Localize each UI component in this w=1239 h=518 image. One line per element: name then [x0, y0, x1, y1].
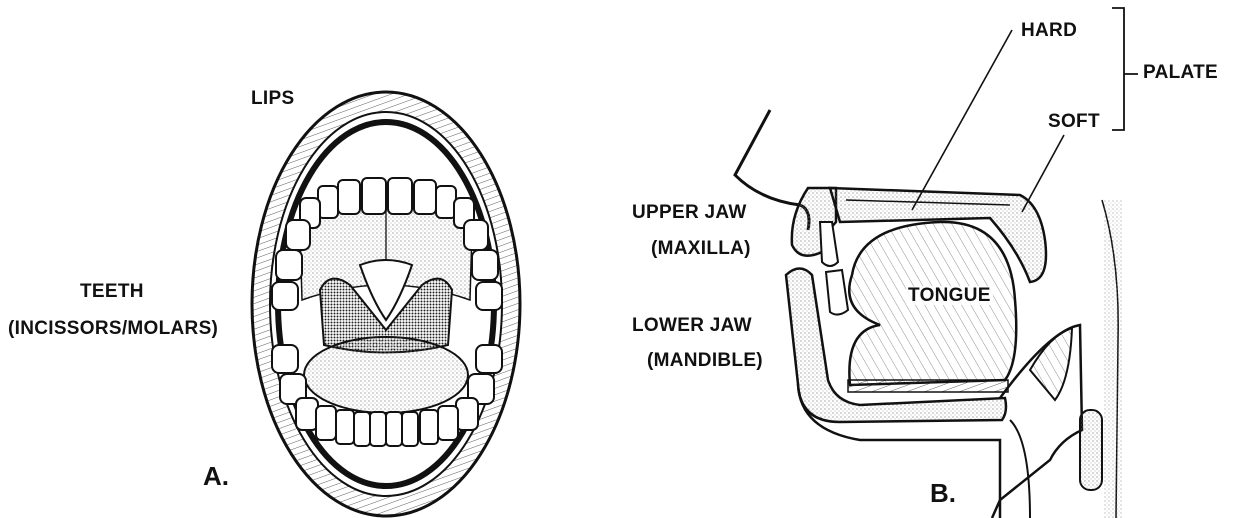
hard-palate-leader: [912, 30, 1012, 210]
trachea: [1080, 410, 1102, 490]
upper-jaw-sublabel: (MAXILLA): [651, 239, 751, 258]
palate-bracket: [1112, 8, 1138, 130]
teeth-sublabel: (INCISSORS/MOLARS): [8, 319, 218, 338]
mouth-floor: [848, 380, 1008, 392]
lower-incisor: [826, 270, 848, 315]
lower-jaw-sublabel: (MANDIBLE): [647, 351, 763, 370]
teeth-label: TEETH: [80, 282, 144, 301]
lips-label: LIPS: [251, 89, 294, 108]
hard-label: HARD: [1021, 21, 1077, 40]
larynx: [1010, 420, 1030, 518]
tongue-label: TONGUE: [906, 286, 993, 305]
soft-palate-leader: [1022, 135, 1064, 212]
soft-label: SOFT: [1048, 112, 1100, 131]
lower-jaw-label: LOWER JAW: [632, 316, 752, 335]
palate-label: PALATE: [1143, 63, 1218, 82]
upper-jaw-label: UPPER JAW: [632, 203, 747, 222]
panel-b-letter: B.: [930, 480, 956, 506]
epiglottis: [1030, 328, 1072, 400]
panel-a-letter: A.: [203, 463, 229, 489]
upper-incisor: [820, 222, 838, 266]
